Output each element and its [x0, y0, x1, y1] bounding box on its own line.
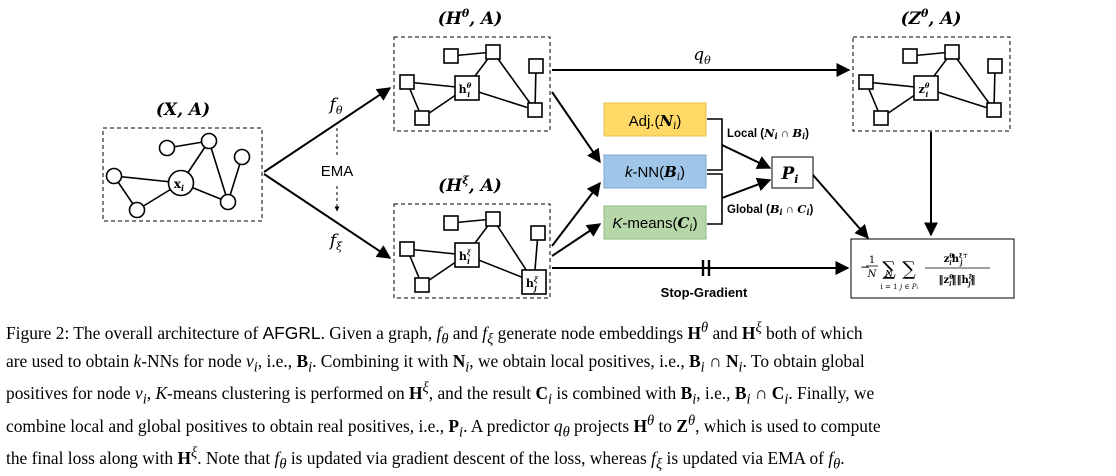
arrow-target-to-kmeans — [551, 223, 602, 257]
figure-caption: Figure 2: The overall architecture of AF… — [6, 318, 1110, 476]
svg-text:∑: ∑ — [902, 258, 916, 280]
arrow-global-to-p — [721, 177, 772, 199]
input-graph-box — [102, 127, 263, 222]
input-graph-label: (X, A) — [156, 100, 210, 120]
arrow-local-to-p — [721, 144, 772, 169]
loss-box — [850, 238, 1015, 299]
f-xi-label: fξ — [328, 231, 343, 253]
svg-text:N: N — [884, 270, 894, 280]
pred-graph — [858, 44, 1003, 126]
adj-box — [603, 102, 707, 137]
pred-graph-box — [852, 36, 1011, 132]
adj-label: Adj.(Ni) — [629, 112, 682, 132]
svg-text:j ∈ Pi: j ∈ Pi — [898, 283, 919, 291]
node-x-i-label: xi — [174, 177, 184, 193]
ema-label: EMA — [321, 163, 354, 180]
knn-box — [603, 154, 707, 189]
svg-text:‖zθi‖‖hξj‖: ‖zθi‖‖hξj‖ — [939, 274, 976, 288]
online-graph-box — [393, 36, 551, 132]
caption-line-2: are used to obtain k-NNs for node vi, i.… — [6, 350, 865, 376]
target-graph — [399, 211, 547, 295]
global-label: Global (Bi ∩ Ci) — [727, 202, 814, 217]
target-graph-box — [393, 203, 551, 299]
positives-box — [771, 156, 814, 189]
caption-line-5: the final loss along with Hξ. Note that … — [6, 445, 845, 473]
caption-line-3: positives for node vi, K-means clusterin… — [6, 380, 875, 408]
local-label: Local (Ni ∩ Bi) — [727, 126, 809, 141]
arrow-target-to-knn — [551, 181, 601, 247]
svg-text:i = 1: i = 1 — [880, 283, 897, 291]
node-x-i — [167, 169, 195, 197]
global-bracket — [707, 173, 723, 225]
svg-text:−: − — [860, 260, 870, 274]
online-graph — [399, 44, 544, 126]
caption-line-4: combine local and global positives to ob… — [6, 412, 881, 441]
svg-text:∑: ∑ — [882, 258, 896, 280]
knn-label: k-NN(Bi) — [625, 163, 685, 183]
caption-line-1: Figure 2: The overall architecture of AF… — [6, 320, 863, 348]
f-theta-label: fθ — [328, 95, 343, 117]
arrow-online-to-knn — [551, 91, 601, 164]
q-theta-label: qθ — [693, 45, 711, 67]
arrow-f-xi — [263, 173, 392, 259]
target-graph-label: (Hξ, A) — [438, 174, 502, 196]
afgrl-architecture-diagram: (X, A) xi fθ fξ EMA (Hθ, A) — [102, 7, 1015, 300]
node-h-theta-i — [454, 75, 480, 101]
node-h-xi-j — [521, 269, 547, 295]
arrow-p-to-loss — [812, 174, 869, 240]
node-h-xi-i — [454, 242, 480, 268]
online-graph-label: (Hθ, A) — [438, 7, 503, 29]
local-bracket — [707, 118, 723, 171]
arrow-f-theta — [263, 87, 392, 173]
input-graph — [105, 132, 251, 219]
svg-text:N: N — [867, 269, 878, 280]
node-z-i — [913, 75, 939, 101]
kmeans-box — [603, 205, 707, 240]
positives-label: Pi — [781, 164, 799, 186]
pred-graph-label: (Zθ, A) — [901, 7, 962, 29]
stop-gradient-label: Stop-Gradient — [661, 285, 748, 300]
svg-text:1: 1 — [869, 255, 875, 266]
kmeans-label: K-means(Ci) — [612, 214, 697, 234]
